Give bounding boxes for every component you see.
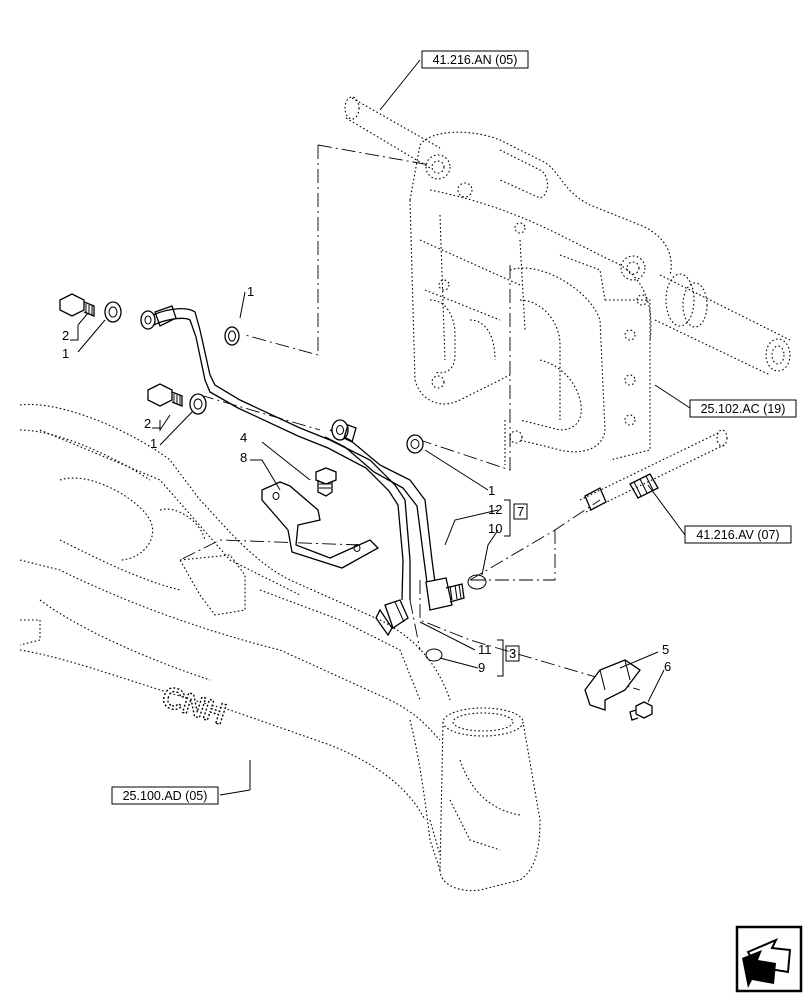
o-ring-10 xyxy=(467,574,487,590)
callout-8: 8 xyxy=(240,450,247,465)
callout-1-d: 1 xyxy=(488,483,495,498)
washer-1-upper-b xyxy=(224,326,240,346)
callout-7: 7 xyxy=(517,504,524,519)
next-page-arrow-icon[interactable] xyxy=(735,925,803,993)
hydraulic-pipes xyxy=(140,305,465,637)
bolt-6 xyxy=(629,701,653,721)
ref-right-mid[interactable]: 25.102.AC (19) xyxy=(689,399,797,418)
pipe-couplings xyxy=(579,429,728,513)
brand-mark: CNH xyxy=(158,680,230,731)
o-ring-9 xyxy=(425,648,443,662)
group-bracket-3 xyxy=(497,639,520,677)
callout-1-b: 1 xyxy=(62,346,69,361)
bolt-4 xyxy=(315,467,337,497)
axle-housing xyxy=(344,96,791,465)
center-lines xyxy=(179,144,641,691)
callout-10: 10 xyxy=(488,521,502,536)
svg-text:25.100.AD (05): 25.100.AD (05) xyxy=(123,789,208,803)
ref-right-lower[interactable]: 41.216.AV (07) xyxy=(684,525,792,544)
leader-lines xyxy=(70,59,691,796)
bracket-8 xyxy=(261,481,380,569)
bolt-2-upper xyxy=(59,293,95,317)
callout-2-a: 2 xyxy=(62,328,69,343)
washer-1-lower xyxy=(189,393,207,415)
callout-5: 5 xyxy=(662,642,669,657)
callout-3: 3 xyxy=(509,646,516,661)
callout-1-c: 1 xyxy=(150,436,157,451)
callout-4: 4 xyxy=(240,430,247,445)
svg-text:41.216.AN (05): 41.216.AN (05) xyxy=(433,53,518,67)
callout-6: 6 xyxy=(664,659,671,674)
svg-text:25.102.AC (19): 25.102.AC (19) xyxy=(701,402,786,416)
callout-1-a: 1 xyxy=(247,284,254,299)
ref-bottom-left[interactable]: 25.100.AD (05) xyxy=(111,786,219,805)
callout-9: 9 xyxy=(478,660,485,675)
svg-text:41.216.AV (07): 41.216.AV (07) xyxy=(696,528,779,542)
group-bracket-7 xyxy=(504,499,528,537)
washer-1-mid xyxy=(406,434,424,454)
callout-12: 12 xyxy=(488,502,502,517)
ref-top[interactable]: 41.216.AN (05) xyxy=(421,50,529,69)
axle-beam xyxy=(19,403,541,892)
bolt-2-lower xyxy=(147,383,183,407)
callout-11: 11 xyxy=(478,642,492,657)
callout-2-b: 2 xyxy=(144,416,151,431)
clamp-5 xyxy=(584,659,641,711)
washer-1-upper-a xyxy=(104,301,122,323)
